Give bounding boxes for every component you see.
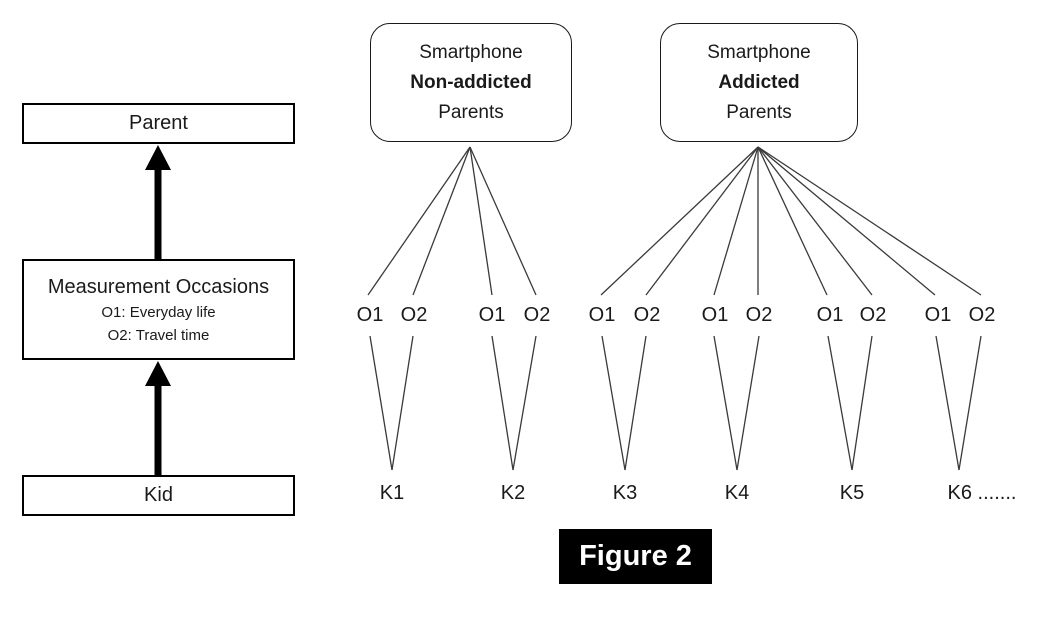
group-line1: Smartphone <box>419 41 523 63</box>
kid-label-k3: K3 <box>612 482 638 504</box>
arrow-kid-to-measurement <box>145 361 171 475</box>
fan-nonaddicted-parents <box>367 146 537 296</box>
parent-level-box: Parent <box>22 103 295 144</box>
group-line3: Parents <box>438 101 504 123</box>
occasion-label-k5-o2: O2 <box>859 304 887 326</box>
kid-level-box: Kid <box>22 475 295 516</box>
kid-label-k1: K1 <box>379 482 405 504</box>
occasion2-definition: O2: Travel time <box>107 326 210 344</box>
v-lines-kid1 <box>369 335 414 471</box>
kid-level-label: Kid <box>144 484 173 506</box>
occasion-label-k2-o2: O2 <box>523 304 551 326</box>
occasion-label-k4-o2: O2 <box>745 304 773 326</box>
v-lines-kid3 <box>601 335 647 471</box>
kid-label-k6: K6 ....... <box>947 482 1017 504</box>
occasion-label-k5-o1: O1 <box>816 304 844 326</box>
measurement-occasions-title: Measurement Occasions <box>47 275 270 298</box>
occasion-label-k6-o2: O2 <box>968 304 996 326</box>
fan-addicted-parents <box>600 146 982 296</box>
measurement-occasions-box: Measurement Occasions O1: Everyday life … <box>22 259 295 360</box>
parent-level-label: Parent <box>129 112 188 134</box>
occasion-label-k3-o2: O2 <box>633 304 661 326</box>
arrow-measurement-to-parent <box>145 145 171 259</box>
group-line1: Smartphone <box>707 41 811 63</box>
figure-caption-text: Figure 2 <box>579 540 692 572</box>
occasion-label-k3-o1: O1 <box>588 304 616 326</box>
kid-label-k5: K5 <box>839 482 865 504</box>
occasion-label-k1-o1: O1 <box>356 304 384 326</box>
occasion-label-k4-o1: O1 <box>701 304 729 326</box>
v-lines-kid4 <box>713 335 760 471</box>
kid-label-k2: K2 <box>500 482 526 504</box>
occasion1-definition: O1: Everyday life <box>101 303 216 321</box>
occasion-label-k2-o1: O1 <box>478 304 506 326</box>
group-box-nonaddicted-parents: Smartphone Non-addicted Parents <box>370 23 572 142</box>
kid-label-k4: K4 <box>724 482 750 504</box>
group-line2: Non-addicted <box>410 71 532 93</box>
v-lines-kid6 <box>935 335 982 471</box>
group-line2: Addicted <box>718 71 800 93</box>
group-line3: Parents <box>726 101 792 123</box>
occasion-label-k6-o1: O1 <box>924 304 952 326</box>
occasion-label-k1-o2: O2 <box>400 304 428 326</box>
v-lines-kid5 <box>827 335 873 471</box>
v-lines-kid2 <box>491 335 537 471</box>
figure-caption: Figure 2 <box>559 529 712 584</box>
group-box-addicted-parents: Smartphone Addicted Parents <box>660 23 858 142</box>
